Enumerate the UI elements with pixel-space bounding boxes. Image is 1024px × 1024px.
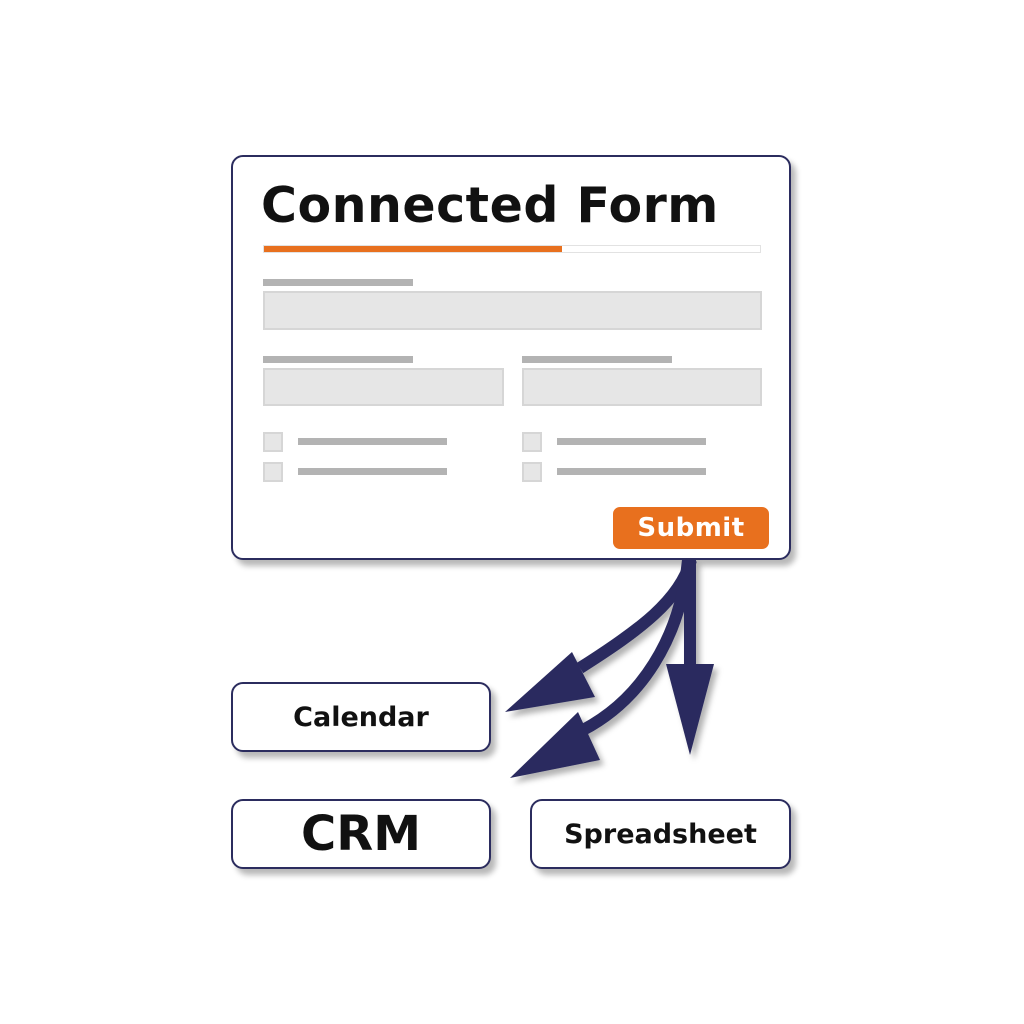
checkbox[interactable] — [263, 432, 283, 452]
destination-spreadsheet: Spreadsheet — [530, 799, 791, 869]
checkbox-label-placeholder — [298, 468, 447, 475]
arrowhead-calendar — [505, 652, 595, 712]
destination-crm-label: CRM — [301, 806, 421, 862]
progress-bar — [263, 245, 761, 253]
arrow-to-crm — [580, 559, 694, 736]
checkbox-label-placeholder — [557, 468, 706, 475]
text-input-right[interactable] — [522, 368, 762, 406]
text-input-left[interactable] — [263, 368, 504, 406]
text-input-full-width[interactable] — [263, 291, 762, 330]
arrow-to-calendar — [576, 558, 697, 674]
checkbox[interactable] — [522, 462, 542, 482]
checkbox-label-placeholder — [557, 438, 706, 445]
destination-calendar: Calendar — [231, 682, 491, 752]
destination-calendar-label: Calendar — [293, 701, 429, 733]
destination-crm: CRM — [231, 799, 491, 869]
form-title: Connected Form — [261, 177, 719, 234]
destination-spreadsheet-label: Spreadsheet — [564, 818, 757, 850]
connected-form-card: Connected Form Submit — [231, 155, 791, 560]
field-label-placeholder — [522, 356, 672, 363]
field-label-placeholder — [263, 279, 413, 286]
arrow-group — [505, 558, 714, 778]
checkbox[interactable] — [522, 432, 542, 452]
arrowhead-crm — [510, 712, 600, 778]
arrowhead-spreadsheet — [666, 664, 714, 755]
progress-fill — [264, 246, 562, 252]
submit-button[interactable]: Submit — [613, 507, 769, 549]
checkbox-label-placeholder — [298, 438, 447, 445]
checkbox[interactable] — [263, 462, 283, 482]
field-label-placeholder — [263, 356, 413, 363]
